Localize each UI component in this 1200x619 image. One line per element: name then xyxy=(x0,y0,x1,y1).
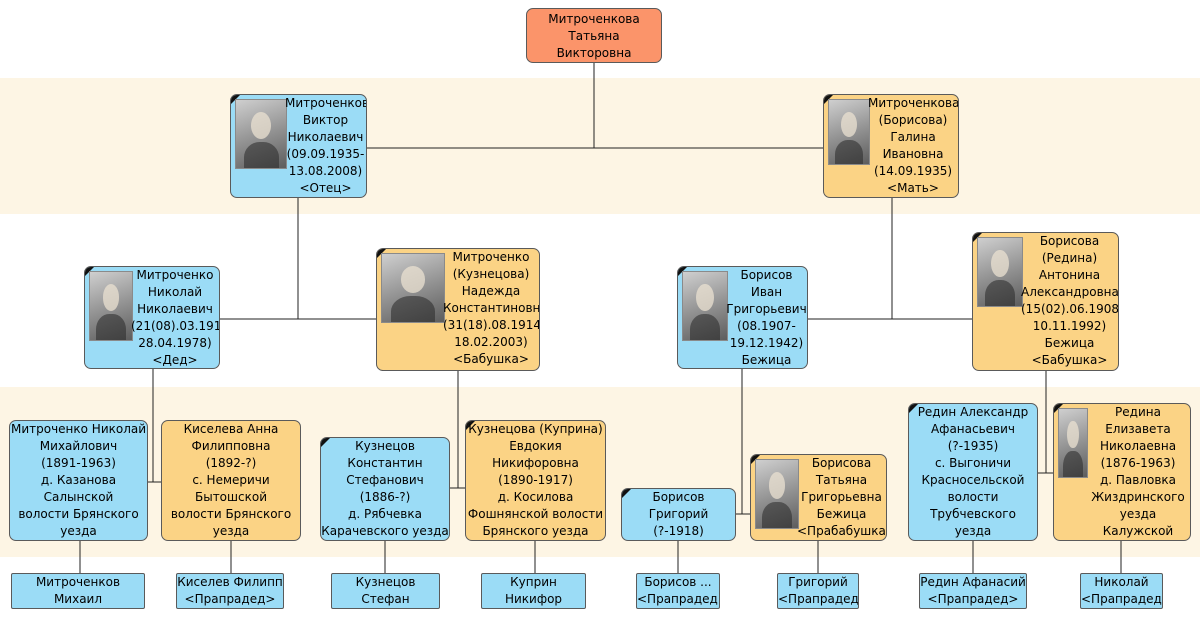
person-great-great-grandfather-7-text: Редин Афанасий <Прапрадед> xyxy=(920,575,1026,606)
person-great-great-grandfather-6[interactable]: Григорий <Прапрадед> xyxy=(777,573,859,609)
person-maternal-grandmother-text: Борисова (Редина) Антонина Александровна… xyxy=(1021,234,1119,367)
person-great-grandfather-2-text: Кузнецов Константин Стефанович (1886-?) … xyxy=(321,439,449,538)
portrait-photo xyxy=(755,459,799,529)
person-great-grandfather-4-text: Редин Александр Афанасьевич (?-1935) с. … xyxy=(917,405,1029,538)
portrait-photo xyxy=(682,271,728,341)
person-maternal-grandmother[interactable]: Борисова (Редина) Антонина Александровна… xyxy=(972,232,1119,371)
person-great-grandmother-3-text: Борисова Татьяна Григорьевна Бежица <Пра… xyxy=(797,456,887,538)
person-great-grandmother-4-text: Редина Елизавета Николаевна (1876-1963) … xyxy=(1091,405,1185,538)
person-great-great-grandfather-4-text: Куприн Никифор <Прапрадед> xyxy=(504,575,563,606)
person-great-great-grandfather-2-text: Киселев Филипп <Прапрадед> xyxy=(177,575,283,606)
person-father-text: Митроченков Виктор Николаевич (09.09.193… xyxy=(285,96,367,195)
person-great-great-grandfather-1[interactable]: Митроченков Михаил <Прапрадед> xyxy=(11,573,145,609)
person-great-grandmother-4[interactable]: Редина Елизавета Николаевна (1876-1963) … xyxy=(1053,403,1191,541)
person-great-great-grandfather-8-text: Николай <Прапрадед> xyxy=(1081,575,1163,606)
link-mother-grandparents xyxy=(808,197,972,320)
person-great-great-grandfather-5-text: Борисов ... <Прапрадед> xyxy=(637,575,720,606)
person-paternal-grandmother[interactable]: Митроченко (Кузнецова) Надежда Константи… xyxy=(376,248,540,371)
portrait-photo xyxy=(235,99,287,169)
photo-marker-icon xyxy=(466,421,475,430)
person-great-great-grandfather-2[interactable]: Киселев Филипп <Прапрадед> xyxy=(176,573,284,609)
person-great-grandfather-3-text: Борисов Григорий (?-1918) <Прадед> xyxy=(648,490,709,538)
person-root-text: Митроченкова Татьяна Викторовна (08.04.1… xyxy=(548,12,640,60)
person-great-grandfather-1[interactable]: Митроченко Николай Михайлович (1891-1963… xyxy=(9,420,148,541)
portrait-photo xyxy=(1058,408,1088,478)
person-great-grandfather-2[interactable]: Кузнецов Константин Стефанович (1886-?) … xyxy=(320,437,450,541)
link-gf-p-greats xyxy=(148,368,161,483)
person-maternal-grandfather[interactable]: Борисов Иван Григорьевич (08.1907- 19.12… xyxy=(677,266,808,369)
person-paternal-grandfather[interactable]: Митроченко Николай Николаевич (21(08).03… xyxy=(84,266,220,369)
link-gf-m-greats xyxy=(736,368,750,515)
photo-marker-icon xyxy=(909,404,918,413)
photo-marker-icon xyxy=(321,438,330,447)
portrait-photo xyxy=(977,237,1023,307)
portrait-photo xyxy=(89,271,133,341)
link-father-grandparents xyxy=(219,197,376,320)
person-great-great-grandfather-3-text: Кузнецов Стефан <Прапрадед> xyxy=(355,575,416,606)
person-paternal-grandfather-text: Митроченко Николай Николаевич (21(08).03… xyxy=(131,268,220,367)
link-root-parents xyxy=(367,62,823,149)
person-mother[interactable]: Митроченкова (Борисова) Галина Ивановна … xyxy=(823,94,959,198)
person-great-great-grandfather-7[interactable]: Редин Афанасий <Прапрадед> xyxy=(919,573,1027,609)
person-great-great-grandfather-1-text: Митроченков Михаил <Прапрадед> xyxy=(35,575,121,606)
person-great-grandfather-3[interactable]: Борисов Григорий (?-1918) <Прадед> xyxy=(621,488,736,541)
portrait-photo xyxy=(381,253,445,323)
person-paternal-grandmother-text: Митроченко (Кузнецова) Надежда Константи… xyxy=(443,250,540,366)
person-mother-text: Митроченкова (Борисова) Галина Ивановна … xyxy=(868,96,959,195)
person-maternal-grandfather-text: Борисов Иван Григорьевич (08.1907- 19.12… xyxy=(726,268,807,367)
generation-band-parents xyxy=(0,78,1200,214)
person-great-great-grandfather-5[interactable]: Борисов ... <Прапрадед> xyxy=(636,573,720,609)
person-great-great-grandfather-4[interactable]: Куприн Никифор <Прапрадед> xyxy=(481,573,586,609)
person-great-grandmother-1-text: Киселева Анна Филипповна (1892-?) с. Нем… xyxy=(170,422,292,538)
link-gm-m-greats xyxy=(1038,371,1053,474)
link-gm-p-greats xyxy=(450,371,465,489)
portrait-photo xyxy=(828,99,870,165)
person-great-grandfather-1-text: Митроченко Николай Михайлович (1891-1963… xyxy=(10,422,147,538)
person-great-grandmother-1[interactable]: Киселева Анна Филипповна (1892-?) с. Нем… xyxy=(161,420,301,541)
person-great-grandfather-4[interactable]: Редин Александр Афанасьевич (?-1935) с. … xyxy=(908,403,1038,541)
person-root[interactable]: Митроченкова Татьяна Викторовна (08.04.1… xyxy=(526,8,662,63)
person-great-great-grandfather-6-text: Григорий <Прапрадед> xyxy=(778,575,859,606)
person-great-grandmother-3[interactable]: Борисова Татьяна Григорьевна Бежица <Пра… xyxy=(750,454,887,541)
photo-marker-icon xyxy=(622,489,631,498)
person-great-grandmother-2-text: Кузнецова (Куприна) Евдокия Никифоровна … xyxy=(467,422,604,538)
person-father[interactable]: Митроченков Виктор Николаевич (09.09.193… xyxy=(230,94,367,198)
person-great-grandmother-2[interactable]: Кузнецова (Куприна) Евдокия Никифоровна … xyxy=(465,420,606,541)
person-great-great-grandfather-8[interactable]: Николай <Прапрадед> xyxy=(1080,573,1163,609)
person-great-great-grandfather-3[interactable]: Кузнецов Стефан <Прапрадед> xyxy=(331,573,440,609)
